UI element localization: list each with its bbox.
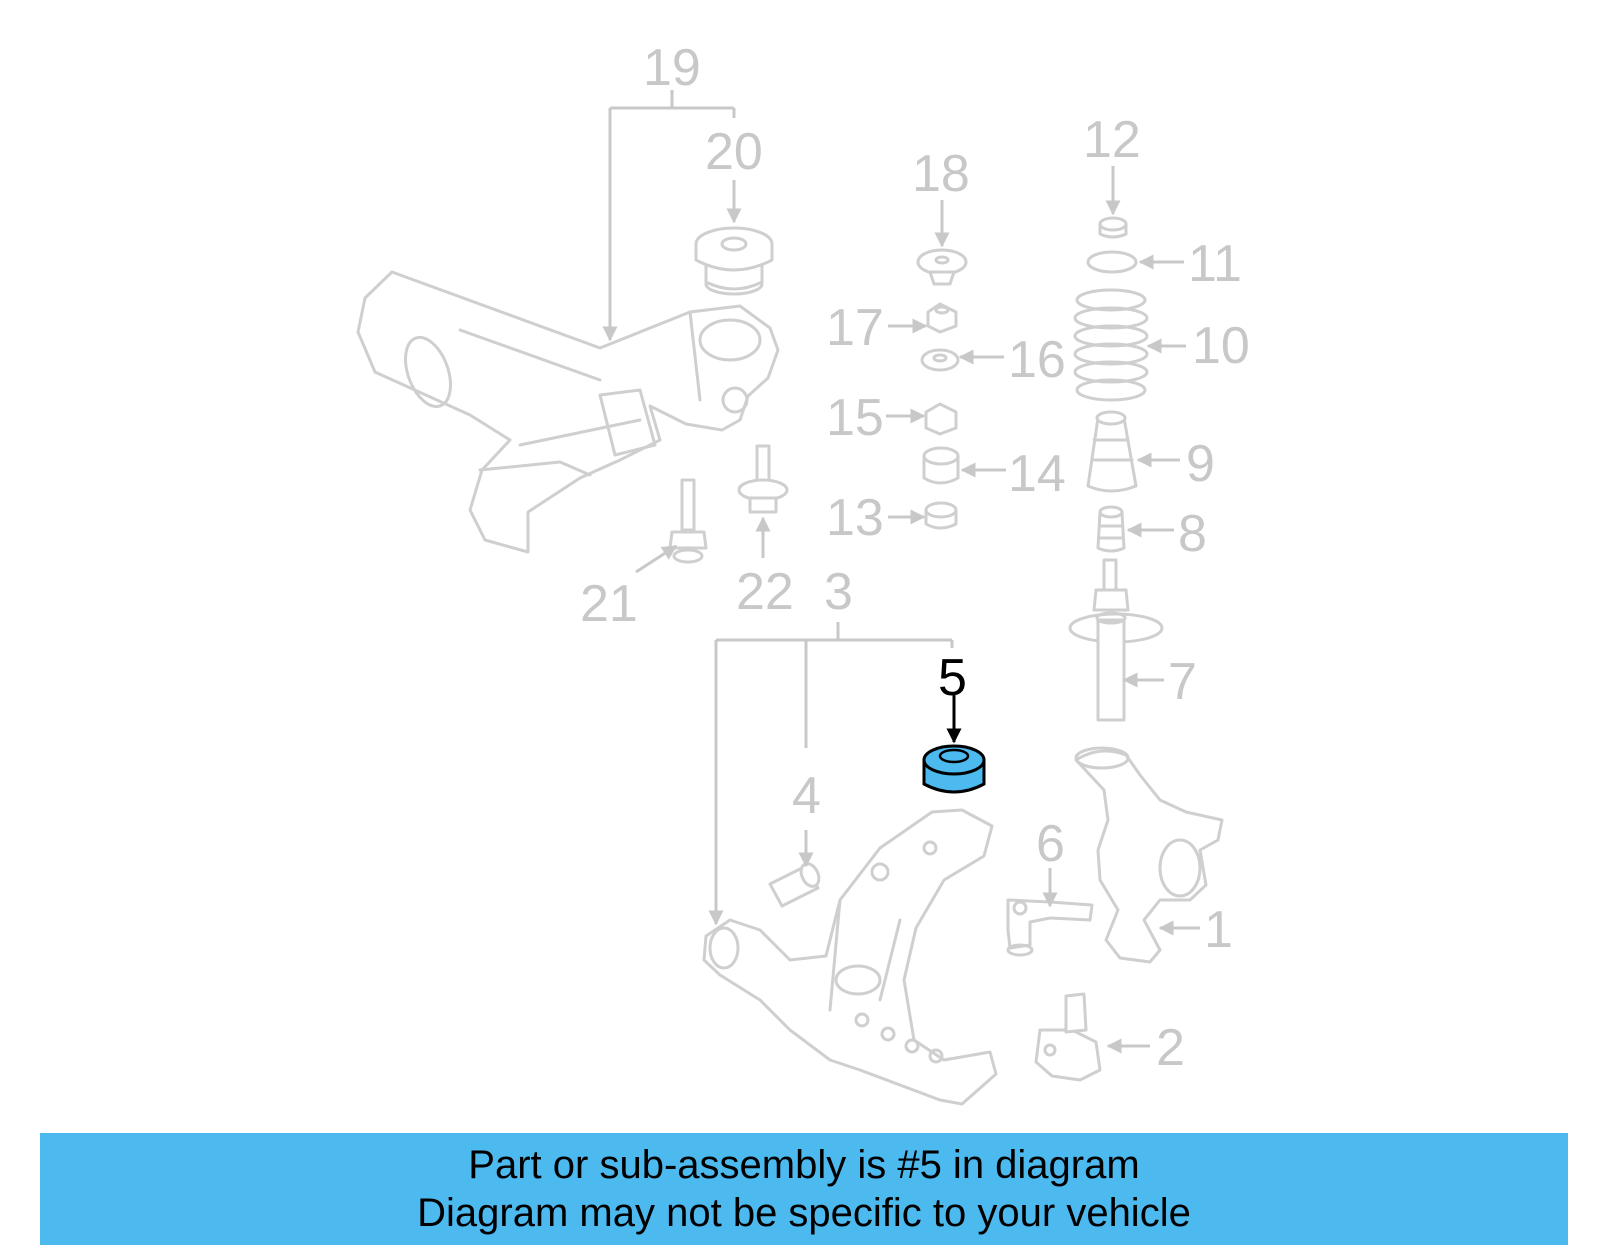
callout-20[interactable]: 20 [705, 123, 763, 181]
ball-joint-part-2 [1034, 992, 1102, 1082]
callout-16[interactable]: 16 [1008, 331, 1066, 389]
washer-part-12 [1098, 216, 1128, 239]
parts-diagram [356, 90, 1224, 1106]
dust-boot-part-8 [1096, 505, 1126, 553]
callout-17[interactable]: 17 [826, 299, 884, 357]
callout-10[interactable]: 10 [1192, 317, 1250, 375]
mount-part-20 [694, 226, 774, 296]
callout-22[interactable]: 22 [736, 563, 794, 621]
nut-part-17 [926, 302, 958, 334]
knuckle-part-1 [1074, 746, 1224, 964]
ring-part-11 [1086, 250, 1138, 274]
callout-8[interactable]: 8 [1178, 505, 1207, 563]
callout-7[interactable]: 7 [1168, 653, 1197, 711]
callout-9[interactable]: 9 [1186, 435, 1215, 493]
callout-3[interactable]: 3 [824, 563, 853, 621]
bushing-part-5-highlighted[interactable] [922, 744, 986, 794]
bushing-part-14 [922, 446, 960, 485]
washer-part-18 [916, 248, 968, 286]
callout-4[interactable]: 4 [792, 767, 821, 825]
bushing-part-4 [768, 862, 821, 908]
bolt-part-21 [668, 478, 708, 564]
tie-rod-end-part-6 [1006, 898, 1094, 957]
callout-18[interactable]: 18 [912, 145, 970, 203]
banner-line-part-number: Part or sub-assembly is #5 in diagram [468, 1143, 1140, 1187]
callout-15[interactable]: 15 [826, 389, 884, 447]
bump-stop-part-9 [1086, 410, 1138, 493]
callout-13[interactable]: 13 [826, 489, 884, 547]
callout-6[interactable]: 6 [1036, 815, 1065, 873]
bushing-part-13 [924, 501, 958, 530]
strut-part-7 [1068, 558, 1164, 722]
callout-14[interactable]: 14 [1008, 445, 1066, 503]
control-arm-part-3 [702, 808, 998, 1106]
spring-part-10 [1073, 288, 1149, 402]
callout-19[interactable]: 19 [643, 39, 701, 97]
bolt-part-22 [737, 444, 789, 514]
leader-lines [610, 90, 1200, 1054]
washer-part-16 [920, 348, 960, 372]
info-banner: Part or sub-assembly is #5 in diagram Di… [40, 1133, 1568, 1245]
subframe-part-19 [356, 270, 780, 554]
callout-21[interactable]: 21 [580, 575, 638, 633]
callout-1[interactable]: 1 [1204, 901, 1233, 959]
callout-2[interactable]: 2 [1156, 1019, 1185, 1077]
nut-part-15 [924, 402, 958, 436]
callout-11[interactable]: 11 [1188, 235, 1242, 293]
callout-5-highlighted[interactable]: 5 [938, 649, 967, 707]
callout-12[interactable]: 12 [1083, 111, 1141, 169]
banner-line-disclaimer: Diagram may not be specific to your vehi… [417, 1191, 1191, 1235]
